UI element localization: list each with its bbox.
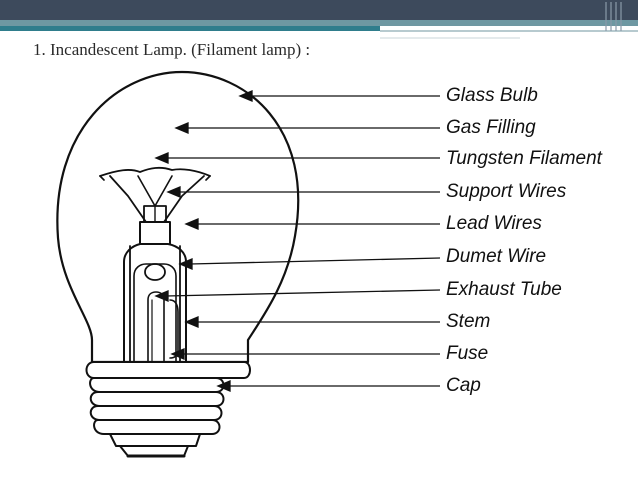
header-teal-stripe [0, 26, 380, 31]
leader-support-wires [166, 186, 440, 198]
label-glass-bulb: Glass Bulb [446, 85, 538, 106]
label-stem: Stem [446, 311, 491, 332]
cap-threads [85, 361, 251, 458]
slide-title: 1. Incandescent Lamp. (Filament lamp) : [33, 40, 311, 59]
glass-press [139, 221, 171, 245]
leader-glass-bulb [238, 90, 440, 102]
leader-gas-filling [174, 122, 440, 134]
support-wires [137, 175, 173, 207]
label-tungsten-filament: Tungsten Filament [446, 148, 602, 169]
label-lead-wires: Lead Wires [446, 213, 542, 234]
header-bar [0, 0, 638, 20]
leader-tungsten-filament [154, 152, 440, 164]
header-corner-ticks [605, 2, 622, 31]
leader-exhaust-tube [154, 289, 441, 302]
label-fuse: Fuse [446, 343, 489, 364]
label-cap: Cap [446, 375, 481, 396]
leader-dumet-wire [178, 257, 441, 270]
leader-cap [216, 380, 440, 392]
stem-glass [123, 243, 187, 363]
header-band [0, 0, 638, 39]
leader-lines [154, 90, 441, 392]
leader-stem [184, 316, 440, 328]
fuse-element [169, 299, 179, 359]
tungsten-filament [99, 166, 211, 177]
header-accent-stripe [0, 20, 638, 26]
leader-fuse [170, 348, 440, 360]
lead-wires [109, 175, 205, 363]
glass-bulb-outline [56, 70, 300, 364]
leader-lead-wires [184, 218, 440, 230]
label-exhaust-tube: Exhaust Tube [446, 279, 562, 300]
bulb-illustration [56, 70, 300, 458]
exhaust-tube [147, 291, 165, 363]
label-dumet-wire: Dumet Wire [446, 246, 547, 267]
label-support-wires: Support Wires [446, 181, 567, 202]
label-gas-filling: Gas Filling [446, 117, 536, 138]
